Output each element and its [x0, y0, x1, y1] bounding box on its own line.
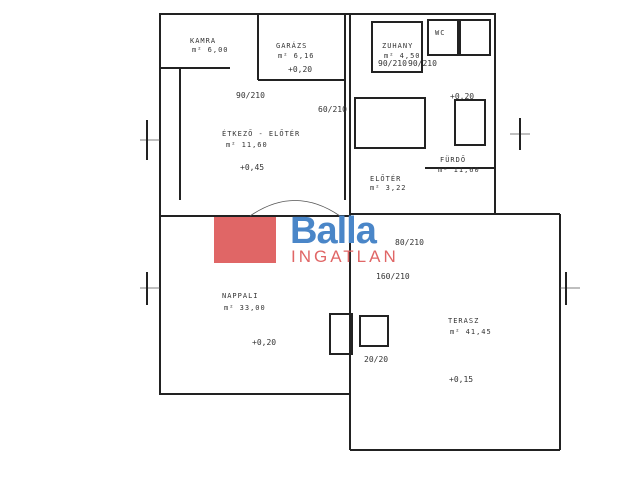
level-mark: +0,20	[252, 338, 276, 347]
watermark-subtitle: INGATLAN	[291, 247, 399, 266]
door-dimension: 160/210	[376, 272, 410, 281]
level-mark: +0,20	[450, 92, 474, 101]
room-name-nappali: NAPPALI	[222, 292, 259, 300]
room-name-eloter: ELŐTÉR	[370, 174, 401, 183]
chimney-dimension: 20/20	[364, 355, 388, 364]
room-labels: KAMRA m² 6,00 GARÁZS m² 6,16 ZUHANY m² 4…	[190, 29, 492, 336]
room-area-2: m² 6,16	[278, 52, 315, 60]
door-dimension: 60/210	[318, 105, 347, 114]
room-name-terasz: TERASZ	[448, 317, 479, 325]
door-dimension: 80/210	[395, 238, 424, 247]
room-area-3: m² 4,50	[384, 52, 421, 60]
walls	[140, 13, 580, 451]
room-name-kamra: KAMRA	[190, 37, 216, 45]
room-area-furdo: m² 11,60	[438, 166, 480, 174]
room-name-2: GARÁZS	[276, 41, 307, 50]
door-dimension: 90/210	[378, 59, 407, 68]
room-name-3: ZUHANY	[382, 42, 413, 50]
room-area-terasz: m² 41,45	[450, 328, 492, 336]
room-name-etkezo: ÉTKEZŐ - ELŐTÉR	[222, 129, 300, 138]
room-name-wc: WC	[435, 29, 445, 37]
room-area-kamra: m² 6,00	[192, 46, 229, 54]
room-area-nappali: m² 33,00	[224, 304, 266, 312]
level-marks: +0,20 +0,45 +0,20 +0,20 +0,15 90/210 60/…	[236, 59, 474, 384]
door-dimension: 90/210	[408, 59, 437, 68]
room-area-eloter: m² 3,22	[370, 184, 407, 192]
level-mark: +0,20	[288, 65, 312, 74]
room-name-furdo: FÜRDŐ	[440, 155, 466, 164]
watermark-brand: Balla	[290, 210, 377, 252]
level-mark: +0,15	[449, 375, 473, 384]
door-dimension: 90/210	[236, 91, 265, 100]
level-mark: +0,45	[240, 163, 264, 172]
watermark-logo-icon	[214, 217, 276, 263]
room-area-etkezo: m² 11,60	[226, 141, 268, 149]
